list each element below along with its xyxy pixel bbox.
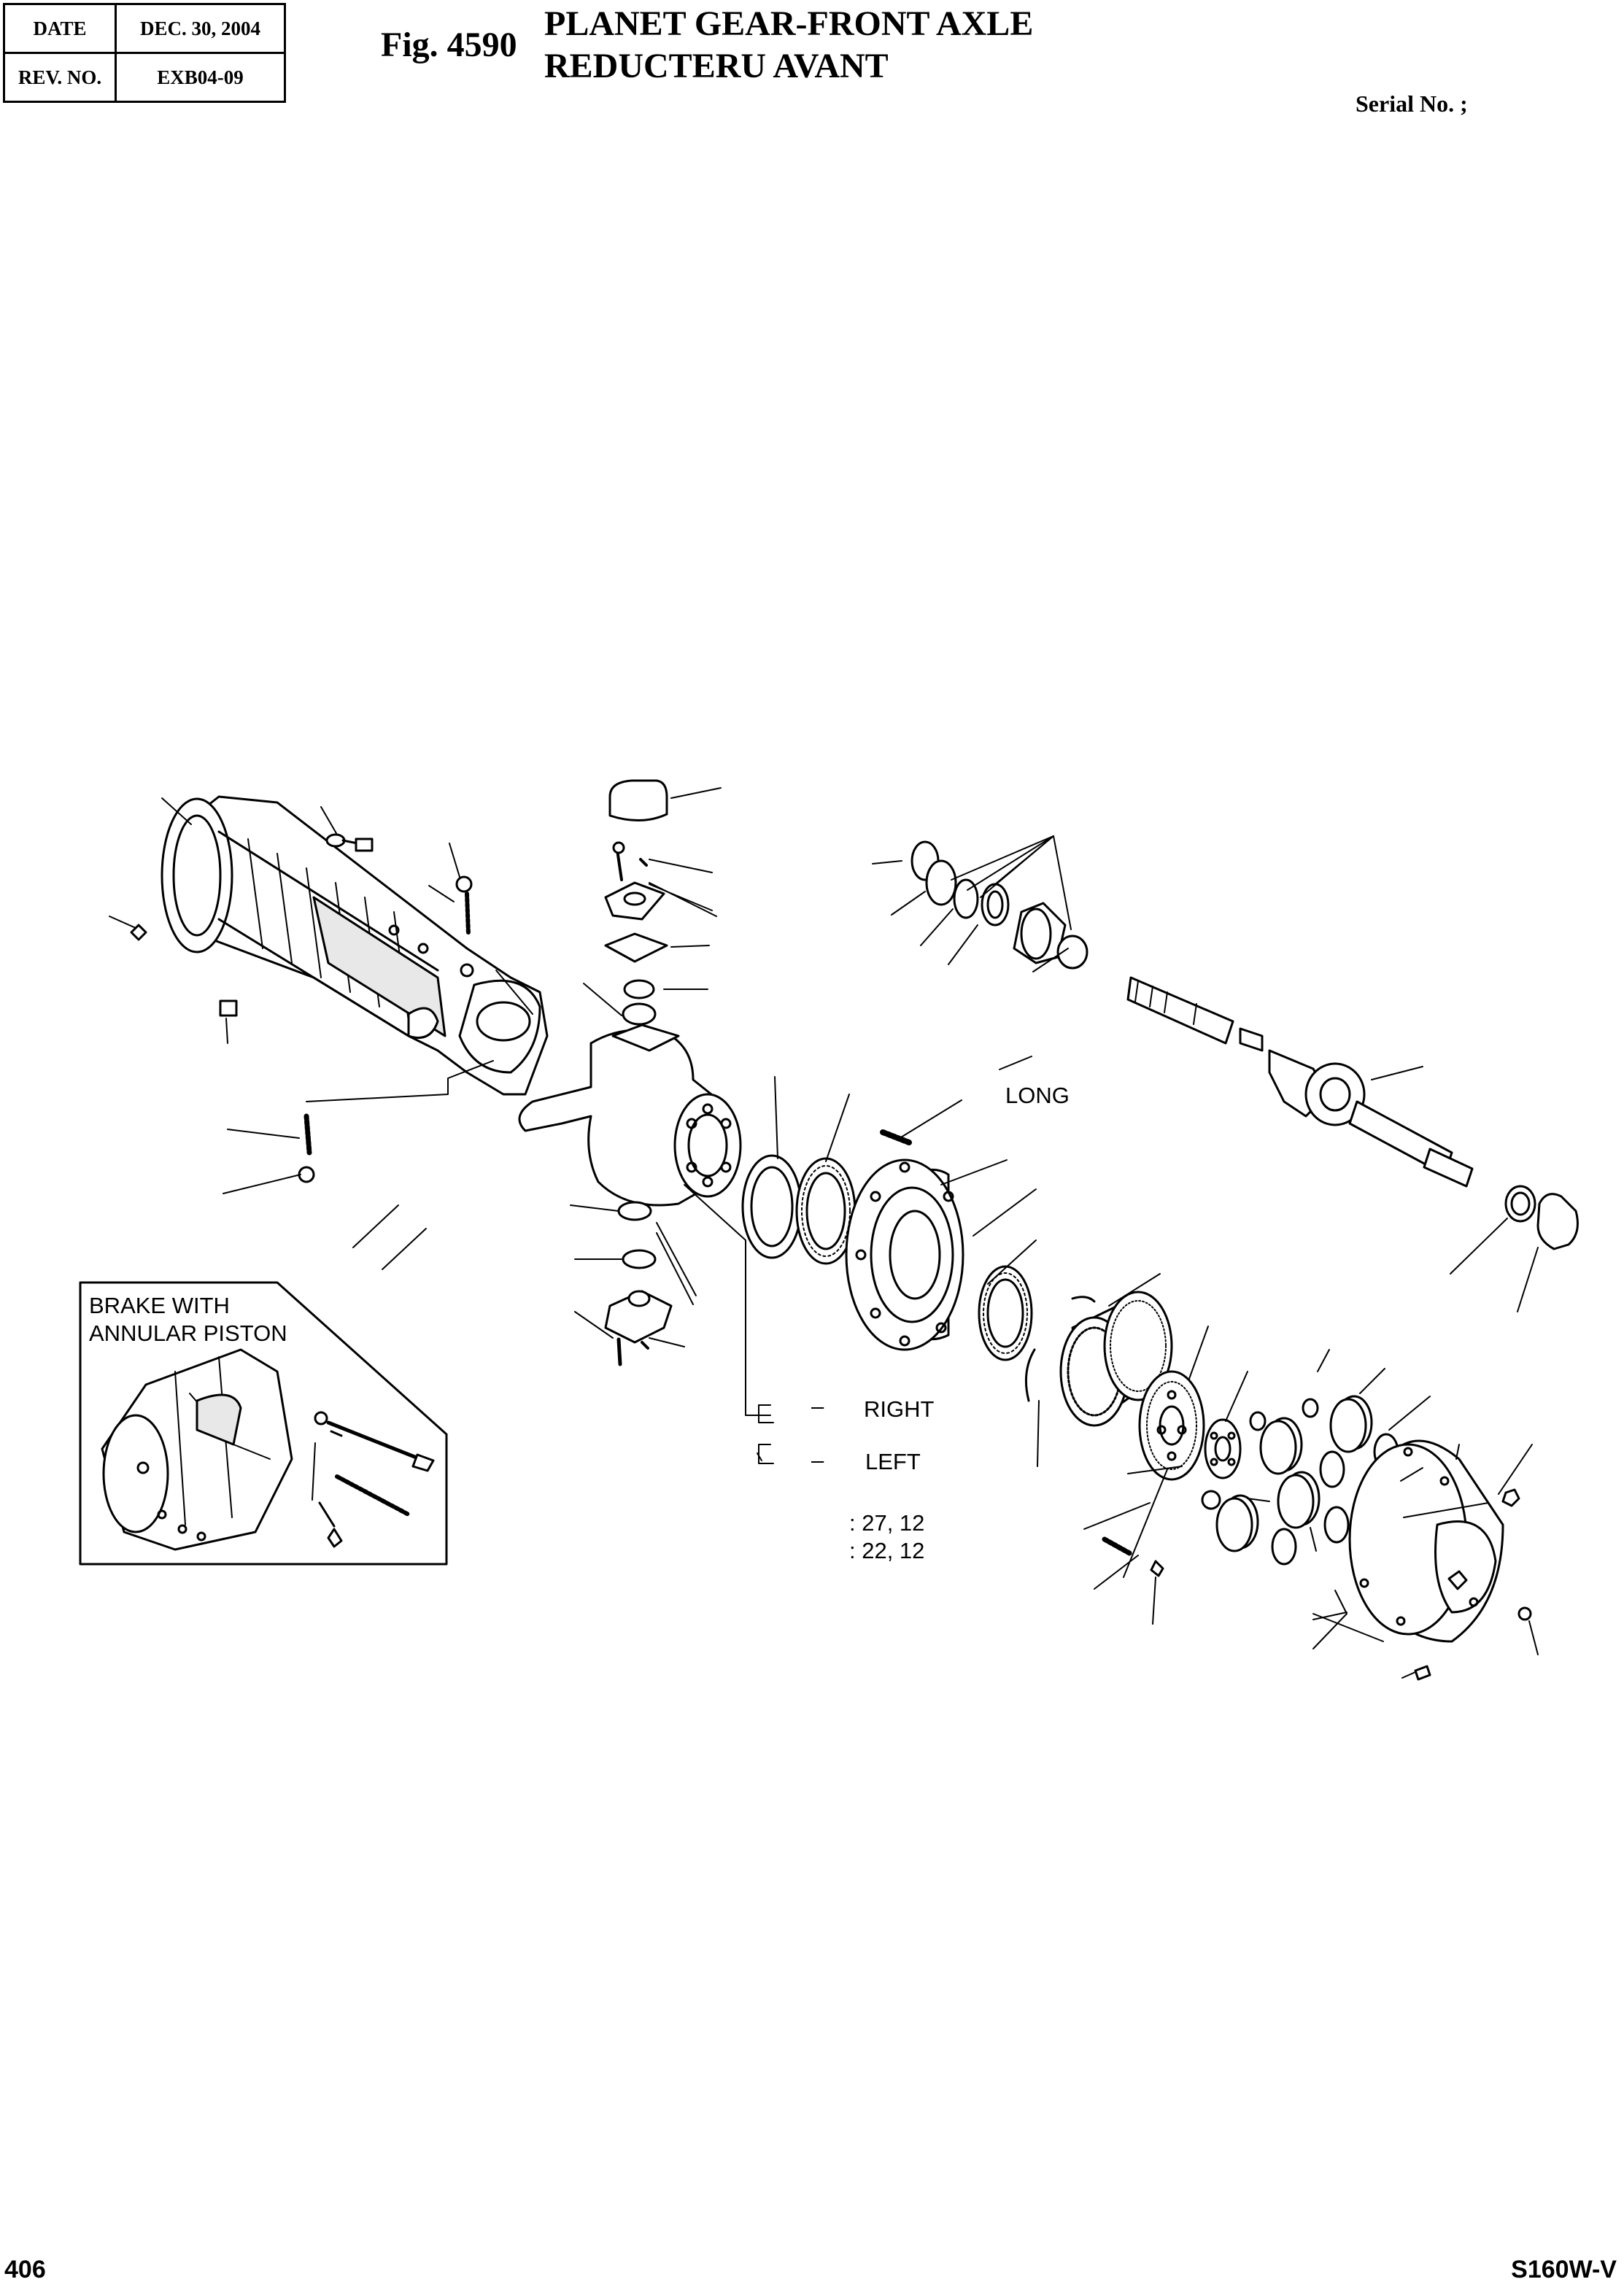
bearing-inner xyxy=(795,1157,857,1265)
ring-gear xyxy=(1059,1291,1173,1427)
seal-ring xyxy=(741,1154,803,1259)
wheel-hub xyxy=(845,1158,964,1351)
label-right: RIGHT xyxy=(864,1396,935,1422)
rev-value: EXB04-09 xyxy=(115,52,286,103)
axle-shaft xyxy=(1126,976,1474,1188)
kingpin-lower xyxy=(604,1201,673,1366)
thrust-washer xyxy=(1204,1418,1242,1479)
figure-title-line2: REDUCTERU AVANT xyxy=(544,47,889,85)
label-dash-right: – xyxy=(811,1393,824,1419)
serial-number: Serial No. ; xyxy=(1356,90,1468,117)
inset-title-line1: BRAKE WITH xyxy=(89,1293,230,1318)
revision-table: DATE DEC. 30, 2004 REV. NO. EXB04-09 xyxy=(3,3,286,103)
brake-inset xyxy=(79,1281,448,1566)
label-left: LEFT xyxy=(865,1449,921,1474)
rev-label: REV. NO. xyxy=(3,52,117,103)
label-long: LONG xyxy=(1005,1083,1070,1108)
model-code: S160W-V xyxy=(1511,2256,1617,2283)
torque-spec-1: : 27, 12 xyxy=(849,1510,924,1536)
figure-title-line1: PLANET GEAR-FRONT AXLE xyxy=(544,4,1034,43)
housing-bolts xyxy=(130,833,473,1183)
date-value: DEC. 30, 2004 xyxy=(115,3,286,54)
torque-spec-2: : 22, 12 xyxy=(849,1538,924,1563)
carrier-bolts xyxy=(1102,1488,1532,1681)
bearing-outer xyxy=(978,1265,1033,1361)
steering-knuckle xyxy=(518,1024,742,1207)
shaft-end-parts xyxy=(1504,1185,1579,1250)
label-dash-left: – xyxy=(811,1447,824,1473)
leader-lines xyxy=(109,787,1539,1679)
kingpin-upper xyxy=(604,841,668,1026)
page-number: 406 xyxy=(4,2256,46,2283)
planet-carrier xyxy=(1348,1439,1504,1643)
shaft-seals xyxy=(910,840,1089,970)
side-bracket xyxy=(758,1404,774,1464)
wheel-stud xyxy=(880,1129,912,1145)
ring-gear-carrier xyxy=(1138,1370,1205,1481)
planet-gears xyxy=(1201,1395,1399,1566)
kingpin-cover xyxy=(608,779,668,821)
date-label: DATE xyxy=(3,3,117,54)
figure-number: Fig. 4590 xyxy=(381,26,517,64)
snap-ring xyxy=(1024,1296,1096,1402)
axle-housing xyxy=(161,795,549,1096)
inset-title-line2: ANNULAR PISTON xyxy=(89,1320,287,1346)
figure-title: PLANET GEAR-FRONT AXLE REDUCTERU AVANT xyxy=(544,3,1033,88)
